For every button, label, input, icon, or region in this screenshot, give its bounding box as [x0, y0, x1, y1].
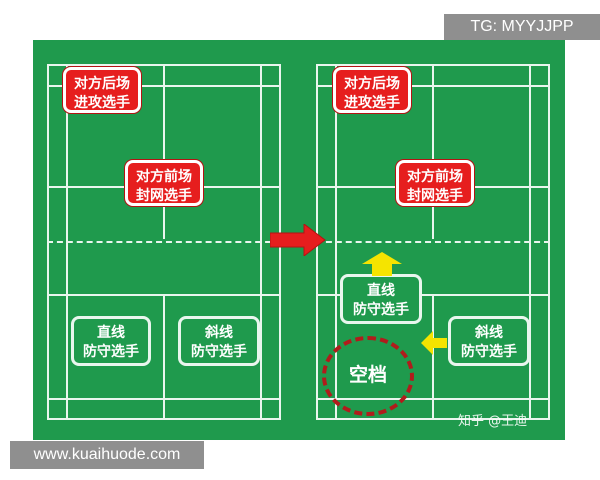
right-arrow-icon — [270, 224, 326, 256]
player-label: 封网选手 — [136, 188, 192, 204]
player-label: 进攻选手 — [344, 95, 400, 111]
left-arrow-icon — [421, 331, 447, 355]
right-diagonal-defender: 斜线 防守选手 — [448, 316, 530, 366]
player-label: 防守选手 — [191, 344, 247, 360]
right-court-center-line — [432, 64, 434, 239]
player-label: 直线 — [97, 325, 125, 341]
left-court-center-line — [163, 294, 165, 420]
right-court-long-service-line — [316, 85, 550, 87]
right-court-center-line — [432, 294, 434, 420]
right-front-blocker: 对方前场 封网选手 — [396, 160, 474, 206]
player-label: 直线 — [367, 283, 395, 299]
right-court-net — [316, 241, 550, 243]
player-label: 斜线 — [205, 325, 233, 341]
player-label: 对方后场 — [344, 76, 400, 92]
left-front-blocker: 对方前场 封网选手 — [125, 160, 203, 206]
left-court-long-service-line — [47, 398, 281, 400]
tg-label: TG: MYYJJPP — [444, 14, 600, 40]
right-court-short-service-line — [316, 294, 550, 296]
left-diagonal-defender: 斜线 防守选手 — [178, 316, 260, 366]
site-label: www.kuaihuode.com — [10, 441, 204, 469]
watermark-text: 知乎 @王迪 — [458, 414, 528, 429]
left-court-center-line — [163, 64, 165, 239]
left-straight-defender: 直线 防守选手 — [71, 316, 151, 366]
up-arrow-icon — [362, 252, 402, 276]
left-court-long-service-line — [47, 85, 281, 87]
player-label: 斜线 — [475, 325, 503, 341]
left-back-attacker: 对方后场 进攻选手 — [63, 67, 141, 113]
player-label: 防守选手 — [353, 302, 409, 318]
player-label: 对方前场 — [407, 169, 463, 185]
gap-ring — [322, 336, 414, 416]
player-label: 进攻选手 — [74, 95, 130, 111]
player-label: 防守选手 — [83, 344, 139, 360]
right-back-attacker: 对方后场 进攻选手 — [333, 67, 411, 113]
player-label: 封网选手 — [407, 188, 463, 204]
player-label: 对方前场 — [136, 169, 192, 185]
right-court-long-service-line — [316, 398, 550, 400]
left-court-short-service-line — [47, 294, 281, 296]
left-court-net — [47, 241, 281, 243]
player-label: 对方后场 — [74, 76, 130, 92]
right-straight-defender: 直线 防守选手 — [340, 274, 422, 324]
player-label: 防守选手 — [461, 344, 517, 360]
gap-label: 空档 — [348, 364, 387, 386]
